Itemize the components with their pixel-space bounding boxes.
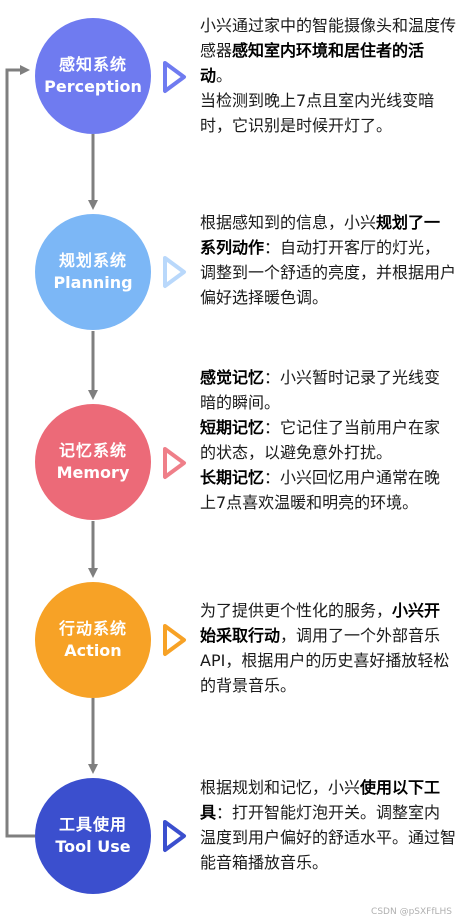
emphasis-text: 短期记忆 [200,418,265,437]
watermark: CSDN @pSXFfLHS [371,907,452,917]
action-description: 为了提供更个性化的服务，小兴开始采取行动，调用了一个外部音乐API，根据用户的历… [200,598,456,698]
emphasis-text: 使用以下工具 [200,778,441,822]
description-paragraph: 根据规划和记忆，小兴使用以下工具：打开智能灯泡开关。调整室内温度到用户偏好的舒适… [200,775,456,875]
perception-name-zh: 感知系统 [58,55,127,74]
memory-description: 感觉记忆：小兴暂时记录了光线变暗的瞬间。短期记忆：它记住了当前用户在家的状态，以… [200,365,456,515]
memory-name-en: Memory [56,463,130,482]
perception-pointer-arrow [163,61,186,93]
tooluse-pointer-arrow [163,820,186,852]
emphasis-text: 小兴开始采取行动 [200,601,441,645]
tooluse-description: 根据规划和记忆，小兴使用以下工具：打开智能灯泡开关。调整室内温度到用户偏好的舒适… [200,775,456,875]
emphasis-text: 感知室内环境和居住者的活动 [200,41,425,85]
emphasis-text: 规划了一系列动作 [200,213,441,257]
emphasis-text: 感觉记忆 [200,368,265,387]
body-text: 为了提供更个性化的服务， [200,601,393,620]
body-text: ：自动打开客厅的灯光，调整到一个舒适的亮度，并根据用户偏好选择暖色调。 [200,238,456,307]
action-circle: 行动系统 Action [35,582,151,698]
description-paragraph: 感觉记忆：小兴暂时记录了光线变暗的瞬间。 [200,365,456,415]
planning-name-zh: 规划系统 [58,251,127,270]
body-text: 根据规划和记忆，小兴 [200,778,361,797]
body-text: 小兴通过家中的智能摄像头和温度传感器 [200,16,456,60]
action-pointer-arrow [163,624,186,656]
tooluse-name-zh: 工具使用 [58,815,127,834]
description-paragraph: 为了提供更个性化的服务，小兴开始采取行动，调用了一个外部音乐API，根据用户的历… [200,598,456,698]
memory-name-zh: 记忆系统 [58,441,127,460]
perception-circle: 感知系统 Perception [35,18,151,134]
body-text: 当检测到晚上7点且室内光线变暗时，它识别是时候开灯了。 [200,91,435,135]
body-text: ，调用了一个外部音乐API，根据用户的历史喜好播放轻松的背景音乐。 [200,626,450,695]
action-name-zh: 行动系统 [58,619,127,638]
body-text: 根据感知到的信息，小兴 [200,213,377,232]
description-paragraph: 小兴通过家中的智能摄像头和温度传感器感知室内环境和居住者的活动。 [200,13,456,88]
body-text: ：小兴暂时记录了光线变暗的瞬间。 [200,368,441,412]
tooluse-circle: 工具使用 Tool Use [35,778,151,894]
body-text: ：它记住了当前用户在家的状态，以避免意外打扰。 [200,418,441,462]
planning-pointer-arrow [163,256,186,288]
memory-pointer-arrow [163,447,186,479]
description-paragraph: 短期记忆：它记住了当前用户在家的状态，以避免意外打扰。 [200,415,456,465]
emphasis-text: 长期记忆 [200,468,265,487]
planning-description: 根据感知到的信息，小兴规划了一系列动作：自动打开客厅的灯光，调整到一个舒适的亮度… [200,210,456,310]
planning-name-en: Planning [53,273,133,292]
memory-circle: 记忆系统 Memory [35,404,151,520]
body-text: ：小兴回忆用户通常在晚上7点喜欢温暖和明亮的环境。 [200,468,441,512]
description-paragraph: 根据感知到的信息，小兴规划了一系列动作：自动打开客厅的灯光，调整到一个舒适的亮度… [200,210,456,310]
perception-name-en: Perception [44,77,142,96]
action-name-en: Action [64,641,122,660]
body-text: ：打开智能灯泡开关。调整室内温度到用户偏好的舒适水平。通过智能音箱播放音乐。 [200,803,456,872]
body-text: 。 [216,66,233,85]
description-paragraph: 长期记忆：小兴回忆用户通常在晚上7点喜欢温暖和明亮的环境。 [200,465,456,515]
planning-circle: 规划系统 Planning [35,214,151,330]
perception-description: 小兴通过家中的智能摄像头和温度传感器感知室内环境和居住者的活动。当检测到晚上7点… [200,13,456,138]
feedback-loop-arrow [5,65,35,838]
description-paragraph: 当检测到晚上7点且室内光线变暗时，它识别是时候开灯了。 [200,88,456,138]
tooluse-name-en: Tool Use [55,837,131,856]
